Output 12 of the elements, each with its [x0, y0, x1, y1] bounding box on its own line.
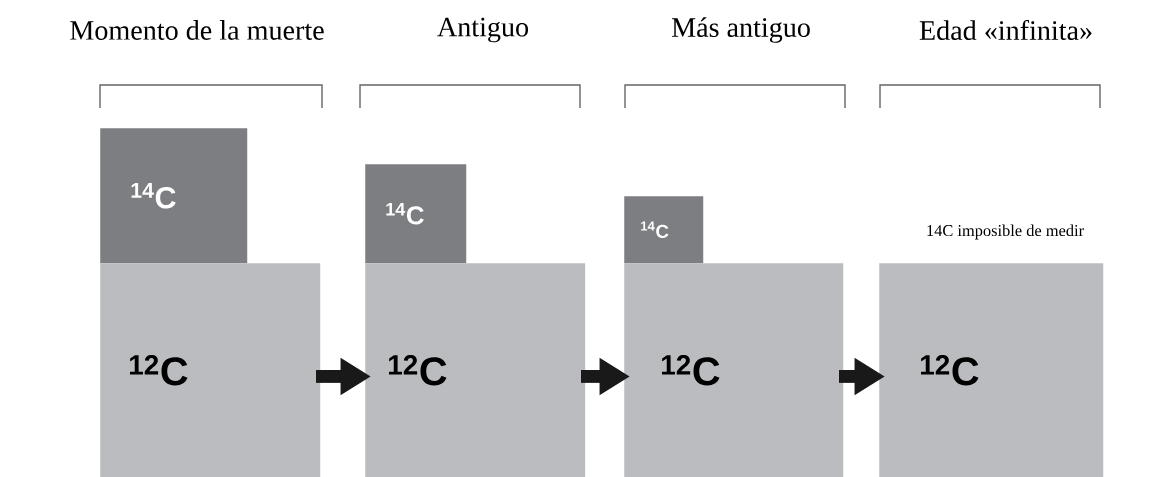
isotope-box: $^{14}$C [365, 164, 467, 264]
stage-heading: Más antiguo [671, 17, 810, 43]
stage-heading: Momento de la muerte [70, 20, 324, 40]
isotope-box: $^{12}$C [624, 263, 844, 477]
stage-heading: Antiguo [437, 17, 528, 43]
isotope-box: $^{14}$C [624, 196, 704, 264]
isotope-box: $^{12}$C [100, 263, 321, 477]
isotope-box: $^{12}$C [879, 263, 1104, 477]
note-text: 14C imposible de medir [927, 224, 1084, 240]
isotope-box: $^{12}$C [365, 263, 586, 477]
isotope-box: $^{14}$C [100, 128, 248, 264]
stage-heading: Edad «infinita» [919, 20, 1092, 41]
